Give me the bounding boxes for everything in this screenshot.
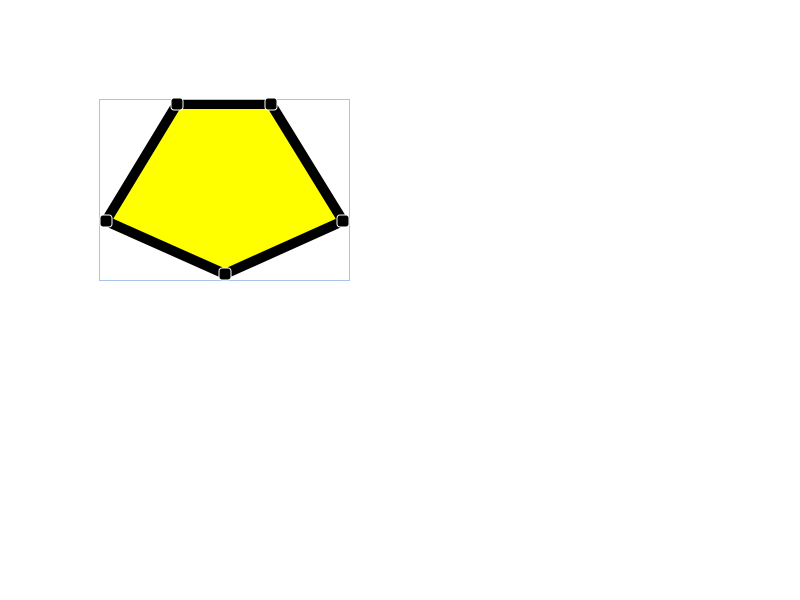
vertex-handle-top-left[interactable] — [170, 97, 184, 111]
vertex-handle-bottom[interactable] — [218, 267, 232, 281]
vertex-handle-top-right[interactable] — [264, 97, 278, 111]
vertex-handles — [99, 97, 350, 281]
vertex-handle-right[interactable] — [336, 214, 350, 228]
pentagon-outline — [101, 99, 348, 279]
vertex-handle-left[interactable] — [99, 214, 113, 228]
pentagon-shape[interactable] — [106, 104, 343, 274]
